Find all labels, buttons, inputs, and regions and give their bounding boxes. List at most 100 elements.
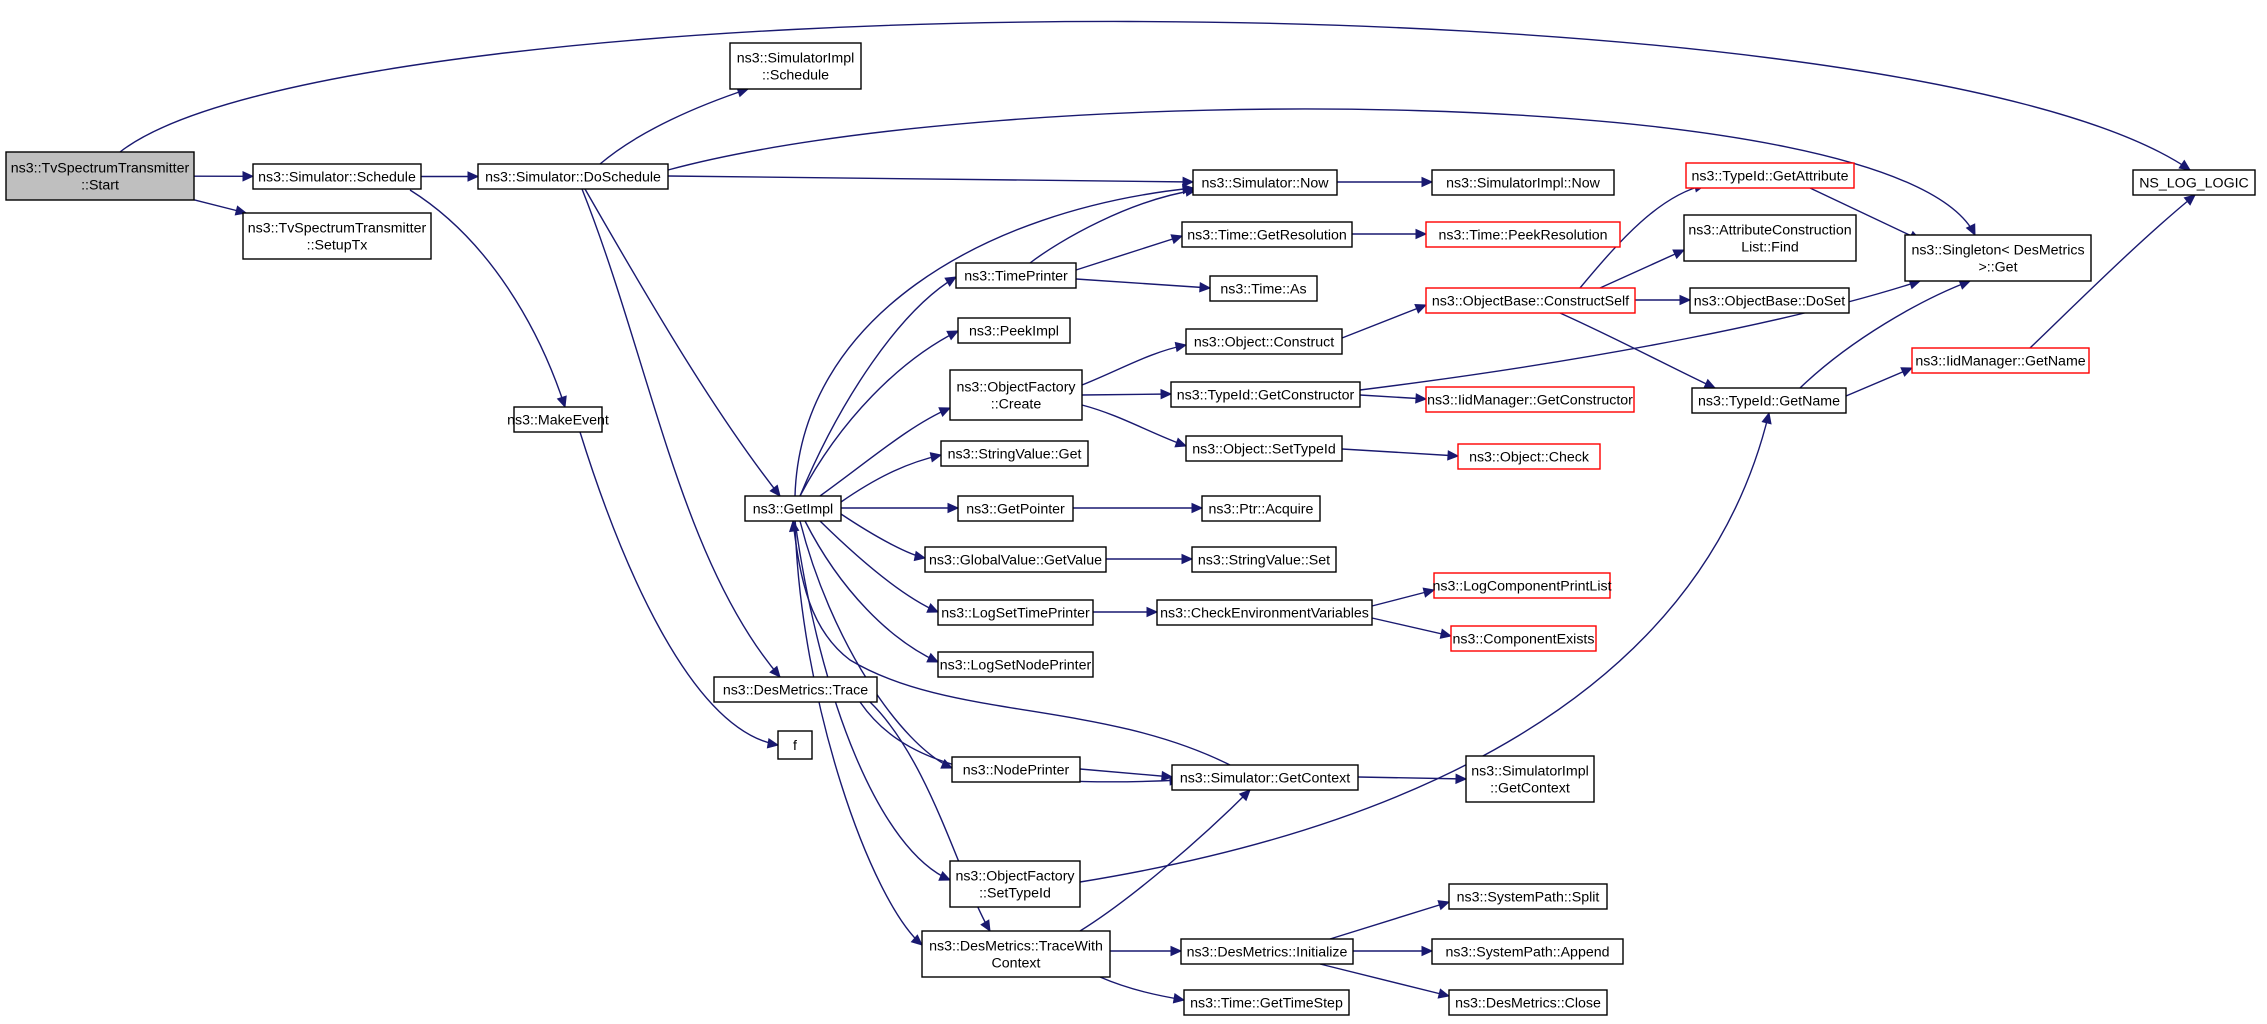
node-box[interactable] bbox=[955, 262, 1077, 289]
truncated-node-box[interactable] bbox=[1425, 386, 1635, 413]
node-box[interactable] bbox=[949, 860, 1081, 908]
graph-node[interactable]: ns3::ObjectFactory::Create bbox=[949, 369, 1083, 421]
graph-node[interactable]: ns3::Object::Construct bbox=[1185, 328, 1343, 355]
node-box[interactable] bbox=[1683, 214, 1857, 262]
graph-node[interactable]: ns3::Simulator::Now bbox=[1192, 169, 1338, 196]
node-box[interactable] bbox=[477, 163, 669, 190]
node-box[interactable] bbox=[1181, 221, 1353, 248]
node-box[interactable] bbox=[1201, 495, 1321, 522]
node-box[interactable] bbox=[1465, 755, 1595, 803]
node-box[interactable] bbox=[242, 212, 432, 260]
graph-node[interactable]: ns3::TvSpectrumTransmitter::Start bbox=[5, 151, 195, 201]
graph-node[interactable]: ns3::Object::Check bbox=[1457, 443, 1601, 470]
node-box[interactable] bbox=[951, 756, 1081, 783]
graph-node[interactable]: ns3::Time::PeekResolution bbox=[1425, 221, 1621, 248]
node-box[interactable] bbox=[1209, 275, 1318, 302]
truncated-node-box[interactable] bbox=[1685, 162, 1855, 189]
node-box[interactable] bbox=[1191, 546, 1337, 573]
node-box[interactable] bbox=[1192, 169, 1338, 196]
node-box[interactable] bbox=[1170, 381, 1361, 408]
graph-node[interactable]: ns3::Time::As bbox=[1209, 275, 1318, 302]
graph-node[interactable]: ns3::ObjectFactory::SetTypeId bbox=[949, 860, 1081, 908]
graph-node[interactable]: ns3::SystemPath::Split bbox=[1448, 883, 1608, 910]
truncated-node-box[interactable] bbox=[1450, 625, 1597, 652]
graph-node[interactable]: ns3::Singleton< DesMetrics>::Get bbox=[1904, 234, 2092, 282]
node-box[interactable] bbox=[1431, 169, 1615, 196]
node-box[interactable] bbox=[1156, 599, 1373, 626]
graph-node[interactable]: ns3::ObjectBase::ConstructSelf bbox=[1425, 287, 1636, 314]
graph-node[interactable]: ns3::ObjectBase::DoSet bbox=[1689, 287, 1850, 314]
node-box[interactable] bbox=[924, 546, 1107, 573]
graph-node[interactable]: ns3::DesMetrics::Trace bbox=[713, 676, 878, 703]
node-box[interactable] bbox=[921, 930, 1111, 978]
graph-node[interactable]: ns3::MakeEvent bbox=[507, 406, 609, 433]
graph-node[interactable]: ns3::StringValue::Get bbox=[940, 440, 1089, 467]
graph-node[interactable]: ns3::LogSetTimePrinter bbox=[937, 599, 1094, 626]
graph-node[interactable]: ns3::DesMetrics::Initialize bbox=[1180, 938, 1354, 965]
graph-node[interactable]: ns3::TvSpectrumTransmitter::SetupTx bbox=[242, 212, 432, 260]
node-box[interactable] bbox=[1691, 387, 1847, 414]
node-box[interactable] bbox=[2132, 169, 2256, 196]
graph-node[interactable]: ns3::SimulatorImpl::Schedule bbox=[729, 42, 862, 90]
graph-node[interactable]: ns3::GetImpl bbox=[744, 495, 842, 522]
graph-node[interactable]: ns3::SimulatorImpl::GetContext bbox=[1465, 755, 1595, 803]
node-box[interactable] bbox=[1689, 287, 1850, 314]
graph-node[interactable]: ns3::CheckEnvironmentVariables bbox=[1156, 599, 1373, 626]
node-box[interactable] bbox=[1431, 938, 1624, 965]
node-box[interactable] bbox=[937, 651, 1094, 678]
root-node-box[interactable] bbox=[5, 151, 195, 201]
graph-node[interactable]: NS_LOG_LOGIC bbox=[2132, 169, 2256, 196]
truncated-node-box[interactable] bbox=[1433, 572, 1611, 599]
graph-node[interactable]: ns3::Time::GetTimeStep bbox=[1183, 989, 1350, 1016]
graph-node[interactable]: ns3::GetPointer bbox=[957, 495, 1074, 522]
graph-node[interactable]: ns3::IidManager::GetConstructor bbox=[1425, 386, 1635, 413]
node-box[interactable] bbox=[949, 369, 1083, 421]
graph-node[interactable]: ns3::GlobalValue::GetValue bbox=[924, 546, 1107, 573]
graph-node[interactable]: ns3::Simulator::Schedule bbox=[252, 163, 422, 190]
node-box[interactable] bbox=[1183, 989, 1350, 1016]
graph-node[interactable]: ns3::TypeId::GetConstructor bbox=[1170, 381, 1361, 408]
node-box[interactable] bbox=[1185, 435, 1343, 462]
graph-node[interactable]: ns3::SimulatorImpl::Now bbox=[1431, 169, 1615, 196]
node-box[interactable] bbox=[1904, 234, 2092, 282]
truncated-node-box[interactable] bbox=[1425, 287, 1636, 314]
graph-node[interactable]: ns3::PeekImpl bbox=[957, 317, 1071, 344]
node-box[interactable] bbox=[744, 495, 842, 522]
node-box[interactable] bbox=[1171, 764, 1359, 791]
graph-node[interactable]: ns3::LogComponentPrintList bbox=[1432, 572, 1612, 599]
node-box[interactable] bbox=[777, 730, 813, 760]
graph-node[interactable]: ns3::IidManager::GetName bbox=[1911, 347, 2090, 374]
node-box[interactable] bbox=[513, 406, 603, 433]
graph-node[interactable]: ns3::Ptr::Acquire bbox=[1201, 495, 1321, 522]
node-box[interactable] bbox=[957, 495, 1074, 522]
node-box[interactable] bbox=[1448, 883, 1608, 910]
node-box[interactable] bbox=[1180, 938, 1354, 965]
graph-node[interactable]: ns3::Simulator::DoSchedule bbox=[477, 163, 669, 190]
graph-node[interactable]: ns3::ComponentExists bbox=[1450, 625, 1597, 652]
truncated-node-box[interactable] bbox=[1911, 347, 2090, 374]
graph-node[interactable]: ns3::NodePrinter bbox=[951, 756, 1081, 783]
truncated-node-box[interactable] bbox=[1457, 443, 1601, 470]
graph-node[interactable]: ns3::StringValue::Set bbox=[1191, 546, 1337, 573]
graph-node[interactable]: f bbox=[777, 730, 813, 760]
graph-node[interactable]: ns3::TypeId::GetName bbox=[1691, 387, 1847, 414]
graph-node[interactable]: ns3::Simulator::GetContext bbox=[1171, 764, 1359, 791]
node-box[interactable] bbox=[937, 599, 1094, 626]
graph-node[interactable]: ns3::LogSetNodePrinter bbox=[937, 651, 1094, 678]
graph-node[interactable]: ns3::Time::GetResolution bbox=[1181, 221, 1353, 248]
node-box[interactable] bbox=[729, 42, 862, 90]
graph-node[interactable]: ns3::TypeId::GetAttribute bbox=[1685, 162, 1855, 189]
node-box[interactable] bbox=[713, 676, 878, 703]
graph-node[interactable]: ns3::DesMetrics::Close bbox=[1448, 989, 1608, 1016]
graph-node[interactable]: ns3::SystemPath::Append bbox=[1431, 938, 1624, 965]
node-box[interactable] bbox=[1448, 989, 1608, 1016]
graph-node[interactable]: ns3::TimePrinter bbox=[955, 262, 1077, 289]
node-box[interactable] bbox=[252, 163, 422, 190]
node-box[interactable] bbox=[940, 440, 1089, 467]
truncated-node-box[interactable] bbox=[1425, 221, 1621, 248]
graph-node[interactable]: ns3::Object::SetTypeId bbox=[1185, 435, 1343, 462]
node-box[interactable] bbox=[1185, 328, 1343, 355]
node-box[interactable] bbox=[957, 317, 1071, 344]
